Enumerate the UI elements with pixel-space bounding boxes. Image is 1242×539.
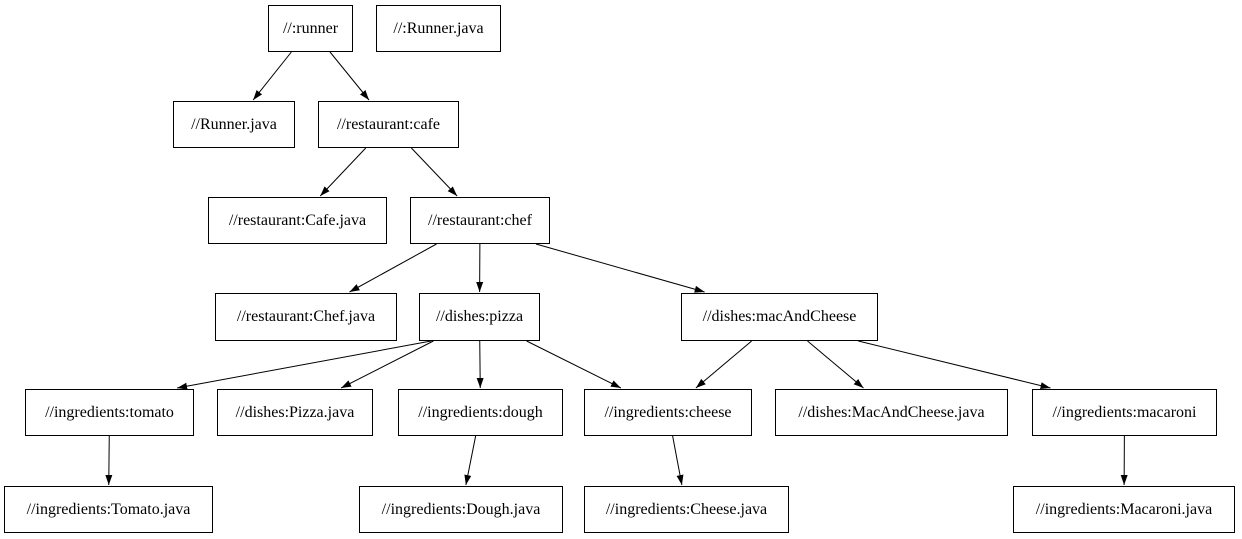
graph-node-runner: //:runner (268, 5, 353, 52)
graph-node-macaroni-java: //ingredients:Macaroni.java (1013, 486, 1235, 533)
graph-node-label: //ingredients:Dough.java (381, 500, 541, 518)
graph-node-runner-java: //Runner.java (173, 101, 295, 148)
graph-node-pizza-java: //dishes:Pizza.java (217, 389, 373, 436)
graph-node-mac-and-cheese-java: //dishes:MacAndCheese.java (775, 389, 1008, 436)
graph-edge-tomato-to-tomato-java (105, 435, 113, 486)
graph-edge-runner-to-runner-java (252, 51, 292, 101)
graph-edge-cheese-to-cheese-java (672, 435, 684, 486)
graph-edge-cafe-to-cafe-java (319, 147, 367, 197)
graph-node-label: //restaurant:Chef.java (236, 308, 376, 325)
graph-node-label: //dishes:Pizza.java (235, 403, 355, 421)
graph-edge-pizza-to-tomato (177, 340, 432, 390)
graph-node-mac-and-cheese: //dishes:macAndCheese (681, 293, 878, 341)
graph-node-tomato-java: //ingredients:Tomato.java (4, 486, 213, 533)
graph-node-tomato: //ingredients:tomato (25, 389, 194, 436)
graph-node-label: //ingredients:dough (418, 403, 543, 421)
graph-edge-dough-to-dough-java (464, 435, 477, 486)
graph-edge-mac-and-cheese-to-macaroni (858, 340, 1051, 390)
graph-node-label: //Runner.java (191, 115, 277, 133)
graph-edge-mac-and-cheese-to-cheese (695, 340, 752, 389)
graph-node-label: //:Runner.java (393, 19, 484, 37)
graph-node-label: //ingredients:Macaroni.java (1035, 500, 1213, 518)
graph-node-cheese-java: //ingredients:Cheese.java (584, 486, 789, 533)
graph-node-cafe-java: //restaurant:Cafe.java (208, 197, 387, 244)
graph-edge-chef-to-mac-and-cheese (535, 243, 705, 293)
graph-node-label: //ingredients:Cheese.java (605, 500, 768, 518)
graph-edge-pizza-to-pizza-java (340, 340, 434, 389)
graph-node-dough: //ingredients:dough (398, 389, 563, 436)
graph-edge-pizza-to-dough (476, 340, 484, 389)
graph-node-pizza: //dishes:pizza (419, 293, 540, 341)
graph-node-label: //ingredients:Tomato.java (26, 500, 191, 518)
graph-node-label: //dishes:macAndCheese (702, 308, 857, 325)
graph-edge-mac-and-cheese-to-mac-and-cheese-java (807, 340, 864, 389)
graph-node-cafe: //restaurant:cafe (318, 101, 459, 148)
graph-node-label: //restaurant:Cafe.java (228, 211, 367, 229)
graph-node-label: //:runner (282, 19, 339, 37)
graph-node-label: //restaurant:cafe (336, 115, 441, 133)
graph-edge-runner-to-cafe (329, 51, 370, 101)
graph-node-label: //restaurant:chef (428, 211, 532, 229)
graph-node-label: //ingredients:tomato (45, 403, 174, 421)
graph-edge-cafe-to-chef (411, 147, 458, 197)
graph-node-chef: //restaurant:chef (410, 197, 550, 244)
graph-edge-pizza-to-cheese (526, 340, 622, 389)
graph-node-dough-java: //ingredients:Dough.java (359, 486, 563, 533)
graph-node-runner-java-file: //:Runner.java (376, 5, 501, 52)
graph-node-label: //ingredients:macaroni (1052, 403, 1197, 421)
graph-node-cheese: //ingredients:cheese (584, 389, 752, 436)
graph-node-label: //dishes:pizza (435, 308, 524, 325)
graph-node-macaroni: //ingredients:macaroni (1032, 389, 1217, 436)
graph-node-chef-java: //restaurant:Chef.java (215, 293, 397, 341)
graph-node-label: //dishes:MacAndCheese.java (798, 403, 985, 421)
graph-node-label: //ingredients:cheese (604, 403, 732, 421)
graph-edge-chef-to-chef-java (349, 243, 437, 293)
